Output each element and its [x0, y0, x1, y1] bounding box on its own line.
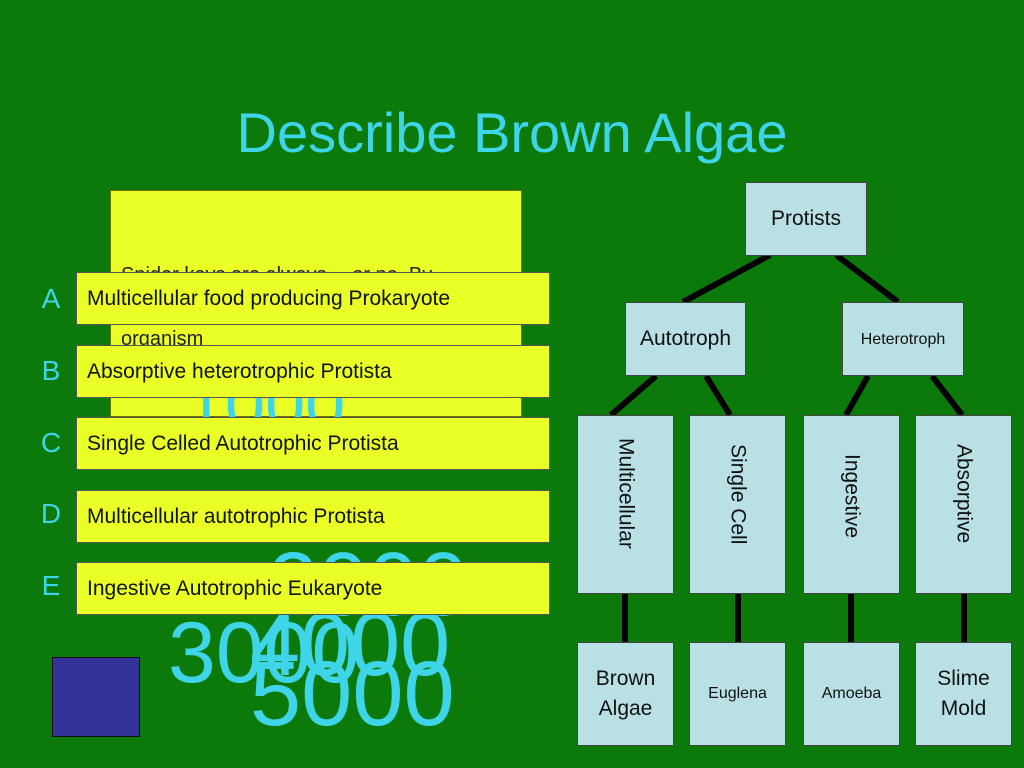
answer-letter-c: C — [40, 427, 62, 458]
node-slime-mold: Slime Mold — [915, 642, 1012, 746]
answer-letter-a: A — [41, 283, 61, 314]
connector-autotroph-multicellular — [609, 373, 658, 418]
connector-root-heterotroph — [834, 252, 900, 305]
connector-heterotroph-absorptive — [929, 374, 965, 417]
node-protists-label: Protists — [770, 207, 841, 230]
node-absorptive: Absorptive — [915, 415, 1012, 594]
points-4000: 4000 — [250, 595, 451, 695]
node-multicellular: Multicellular — [577, 415, 674, 594]
node-single-cell: Single Cell — [689, 415, 786, 594]
answer-c-button[interactable]: Single Celled Autotrophic Protista — [76, 417, 550, 470]
node-ingestive-label: Ingestive — [840, 454, 864, 539]
answer-a-button[interactable]: Multicellular food producing Prokaryote — [76, 272, 550, 325]
answer-letter-e: E — [41, 570, 61, 601]
node-amoeba: Amoeba — [803, 642, 900, 746]
node-heterotroph-label: Heterotroph — [860, 331, 946, 348]
connector-heterotroph-ingestive — [843, 374, 871, 417]
navigation-square-button[interactable] — [52, 657, 140, 737]
points-3000: 3000 — [168, 605, 360, 701]
node-ingestive: Ingestive — [803, 415, 900, 594]
node-brown-algae-label: Brown Algae — [595, 667, 656, 720]
connector-root-autotroph — [681, 252, 772, 305]
answer-b-button[interactable]: Absorptive heterotrophic Protista — [76, 345, 550, 398]
connector-autotroph-singlecell — [703, 374, 733, 417]
answer-letter-b: B — [41, 355, 61, 386]
answer-d-button[interactable]: Multicellular autotrophic Protista — [76, 490, 550, 543]
node-protists: Protists — [745, 182, 867, 256]
answer-e-button[interactable]: Ingestive Autotrophic Eukaryote — [76, 562, 550, 615]
node-multicellular-label: Multicellular — [614, 438, 638, 549]
node-single-cell-label: Single Cell — [726, 444, 750, 545]
node-autotroph-label: Autotroph — [639, 327, 732, 350]
node-euglena: Euglena — [689, 642, 786, 746]
node-amoeba-label: Amoeba — [821, 685, 882, 702]
answer-letter-d: D — [40, 498, 62, 529]
node-autotroph: Autotroph — [625, 302, 746, 376]
points-5000: 5000 — [250, 643, 455, 745]
slide-title: Describe Brown Algae — [236, 101, 788, 164]
node-heterotroph: Heterotroph — [842, 302, 964, 376]
node-euglena-label: Euglena — [708, 685, 767, 702]
node-absorptive-label: Absorptive — [952, 444, 976, 544]
node-brown-algae: Brown Algae — [577, 642, 674, 746]
node-slime-mold-label: Slime Mold — [937, 667, 990, 720]
